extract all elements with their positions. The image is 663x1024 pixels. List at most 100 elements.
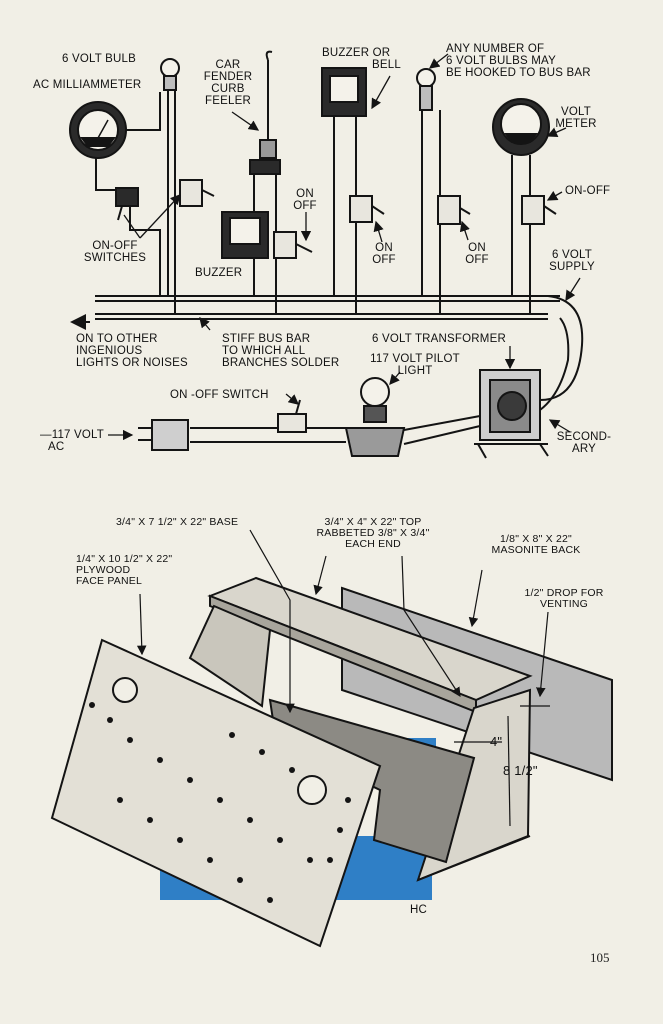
secondary-line: ARY — [571, 443, 597, 455]
voltmeter-icon — [492, 98, 557, 314]
busbar-line: TO WHICH ALL — [222, 345, 306, 357]
bell-leader — [371, 75, 391, 110]
secondary-label: SECOND- ARY — [556, 431, 612, 455]
other-line: INGENIOUS — [76, 345, 143, 357]
milliammeter-label: AC MILLIAMMETER — [33, 79, 142, 91]
cabinet-diagram — [50, 529, 613, 948]
ac-label: —117 VOLT AC — [40, 429, 104, 453]
onoff-line: OFF — [293, 200, 317, 212]
feeler-line: CAR — [215, 59, 241, 71]
face-line: PLYWOOD — [76, 564, 131, 576]
pilot-line: 117 VOLT PILOT — [370, 353, 460, 365]
switch-leader — [139, 194, 181, 239]
pilot-label: 117 VOLT PILOT LIGHT — [370, 353, 460, 377]
top-line: 3/4" X 4" X 22" TOP — [324, 516, 422, 528]
plug-icon — [138, 419, 189, 451]
pilot-light-icon — [344, 377, 406, 457]
onoff-line: ON — [468, 242, 486, 254]
other-line: ON TO OTHER — [76, 333, 158, 345]
onoff-line: ON — [375, 242, 393, 254]
top-label: 3/4" X 4" X 22" TOP RABBETED 3/8" X 3/4"… — [298, 517, 448, 550]
base-leader — [249, 529, 295, 714]
other-lights-label: ON TO OTHER INGENIOUS LIGHTS OR NOISES — [76, 333, 188, 369]
transformer-label: 6 VOLT TRANSFORMER — [372, 333, 506, 345]
onoff-leader-3 — [459, 220, 470, 241]
face-leader — [136, 593, 147, 656]
face-panel — [50, 638, 382, 948]
supply-label: 6 VOLT SUPPLY — [544, 249, 600, 273]
onoff-line: OFF — [465, 254, 489, 266]
feeler-line: CURB — [211, 83, 245, 95]
bell-icon — [321, 67, 385, 314]
bulb-icon-2 — [416, 68, 471, 314]
pilot-line: LIGHT — [397, 365, 433, 377]
back-leader — [468, 569, 483, 628]
note-line: 6 VOLT BULBS MAY — [446, 55, 556, 67]
face-label: 1/4" X 10 1/2" X 22" PLYWOOD FACE PANEL — [76, 554, 172, 587]
toggle-switch-icon — [115, 179, 215, 296]
face-line: 1/4" X 10 1/2" X 22" — [76, 553, 173, 565]
bus-bar — [70, 295, 560, 330]
feeler-leader — [231, 111, 260, 131]
top-line: EACH END — [345, 538, 401, 550]
bell-line: BUZZER OR — [322, 47, 391, 59]
panel-holes — [89, 702, 351, 903]
bulb-icon — [160, 58, 180, 314]
back-label: 1/8" X 8" X 22" MASONITE BACK — [476, 534, 596, 556]
rabbet-leader — [401, 555, 461, 698]
ac-line: —117 VOLT — [40, 429, 105, 441]
drop-leader — [536, 611, 549, 698]
note-line: ANY NUMBER OF — [446, 43, 545, 55]
pilot-leader — [389, 371, 401, 385]
top-line: RABBETED 3/8" X 3/4" — [316, 527, 430, 539]
bulb-label: 6 VOLT BULB — [62, 53, 137, 65]
supply-leader — [565, 277, 581, 302]
top-leader — [313, 555, 327, 596]
switches-line: SWITCHES — [83, 252, 147, 264]
onoff-line: ON — [296, 188, 314, 200]
drop-label: 1/2" DROP FOR VENTING — [512, 588, 616, 610]
base-label: 3/4" X 7 1/2" X 22" BASE — [116, 516, 239, 528]
back-line: MASONITE BACK — [491, 544, 581, 556]
drop-line: VENTING — [539, 598, 589, 610]
buzzer-icon — [221, 211, 313, 259]
bell-line: BELL — [372, 59, 401, 71]
onoff-line: OFF — [372, 254, 396, 266]
switches-label: ON-OFF SWITCHES — [78, 240, 152, 264]
buzzer-bell-label: BUZZER OR BELL — [322, 47, 401, 71]
other-line: LIGHTS OR NOISES — [76, 357, 188, 369]
secondary-line: SECOND- — [556, 431, 612, 443]
onoff-label-3: ON OFF — [462, 242, 492, 266]
onoff-right-label: ON-OFF — [565, 185, 611, 197]
voltmeter-leader — [546, 127, 567, 138]
bulbs-note: ANY NUMBER OF 6 VOLT BULBS MAY BE HOOKED… — [446, 43, 591, 79]
cord-switch-label: ON -OFF SWITCH — [170, 389, 269, 401]
face-line: FACE PANEL — [76, 575, 142, 587]
switch-leader-2 — [123, 214, 141, 239]
transformer-icon — [474, 369, 549, 459]
voltmeter-label: VOLT METER — [554, 106, 598, 130]
left-end — [188, 604, 272, 708]
page-number: 105 — [590, 950, 610, 965]
drop-line: 1/2" DROP FOR — [524, 587, 604, 599]
secondary-leader — [548, 419, 571, 433]
switches-line: ON-OFF — [92, 240, 138, 252]
onoff-label-2: ON OFF — [369, 242, 399, 266]
busbar-label: STIFF BUS BAR TO WHICH ALL BRANCHES SOLD… — [222, 333, 339, 369]
voltmeter-line: METER — [555, 118, 597, 130]
height-dimension: 8 1/2" — [503, 763, 538, 778]
onoff-leader-2 — [373, 220, 384, 243]
buzzer-label: BUZZER — [195, 267, 243, 279]
back-line: 1/8" X 8" X 22" — [500, 533, 572, 545]
supply-leads — [539, 295, 584, 401]
artist-initials: HC — [410, 904, 428, 916]
bulbs-leader — [428, 53, 449, 69]
supply-line: 6 VOLT — [552, 249, 592, 261]
line-cord — [190, 399, 481, 445]
voltmeter-line: VOLT — [561, 106, 591, 118]
depth-dimension: 4" — [490, 734, 503, 749]
feeler-line: FENDER — [203, 71, 253, 83]
wiring-diagram — [69, 50, 584, 459]
